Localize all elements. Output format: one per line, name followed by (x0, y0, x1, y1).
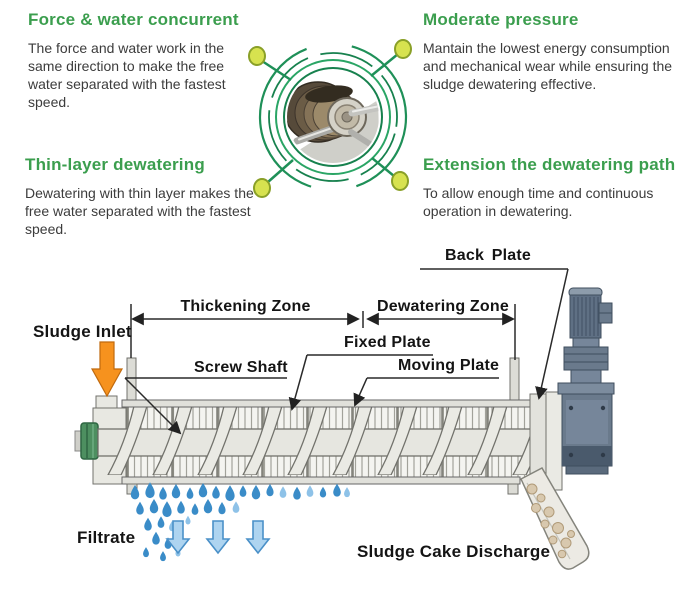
label-sludge-inlet: Sludge Inlet (33, 322, 132, 341)
bearing-cap (80, 422, 99, 460)
fixed-plate-leader (288, 354, 308, 411)
callout-dot-sw (253, 178, 271, 198)
callout-dot-nw (248, 46, 266, 66)
back-plate-leader (535, 268, 569, 400)
label-thickening-zone: Thickening Zone (180, 298, 311, 315)
feature-force-water: Force & water concurrent The force and w… (28, 10, 256, 111)
feature-title: Thin-layer dewatering (25, 155, 205, 174)
sludge-inlet-arrow (90, 341, 124, 398)
filtrate-arrows (166, 520, 270, 554)
label-filtrate: Filtrate (77, 528, 136, 547)
filtrate-drops (130, 482, 350, 562)
feature-title: Moderate pressure (423, 10, 579, 29)
discharge-chute (520, 467, 590, 570)
label-dewatering-zone: Dewatering Zone (377, 298, 509, 315)
label-moving-plate: Moving Plate (398, 357, 500, 374)
callout-dot-ne (394, 39, 412, 59)
feature-extension-path: Extension the dewatering path To allow e… (423, 155, 679, 220)
sludge-cake-chunks (526, 483, 575, 559)
right-end-post (509, 357, 520, 401)
screw-shaft-leader (124, 377, 182, 435)
feature-moderate-pressure: Moderate pressure Mantain the lowest ene… (423, 10, 677, 93)
back-plate (545, 391, 563, 491)
label-sludge-cake-discharge: Sludge Cake Discharge (357, 542, 551, 561)
concentric-rings (258, 42, 408, 192)
feature-body: To allow enough time and continuous oper… (423, 185, 654, 219)
callout-dot-se (391, 171, 409, 191)
screw-press-machine (74, 287, 615, 570)
feature-thin-layer: Thin-layer dewatering Dewatering with th… (25, 155, 271, 238)
callout-lines (261, 53, 399, 183)
label-screw-shaft: Screw Shaft (194, 359, 288, 376)
callout-dots (248, 39, 412, 198)
feature-title: Force & water concurrent (28, 10, 239, 29)
feature-body: Dewatering with thin layer makes the fre… (25, 185, 254, 237)
label-fixed-plate: Fixed Plate (344, 334, 431, 351)
feature-body: The force and water work in the same dir… (28, 40, 226, 110)
top-rail (121, 399, 547, 408)
gear-motor (557, 287, 615, 475)
annotation-lines (124, 268, 569, 435)
label-back-plate: Back Plate (445, 247, 531, 264)
machine-photo (287, 71, 379, 163)
moving-plate-leader (353, 377, 368, 407)
machine-photo-badge (248, 39, 412, 198)
feature-title: Extension the dewatering path (423, 155, 676, 174)
bottom-rail (121, 476, 521, 485)
screw-flights (106, 406, 536, 475)
feature-body: Mantain the lowest energy consumption an… (423, 40, 673, 92)
